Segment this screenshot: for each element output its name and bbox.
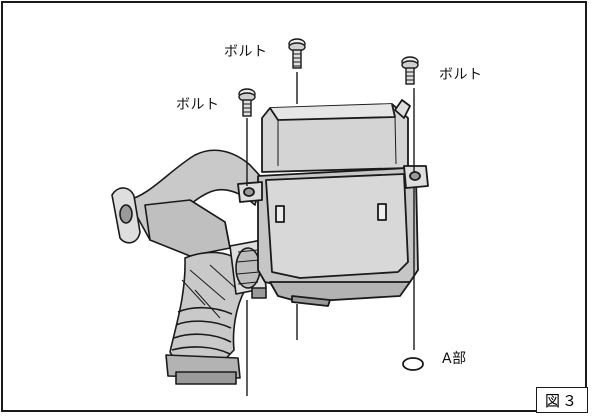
part-a-marker xyxy=(402,357,424,371)
bolt-icon-right xyxy=(401,56,419,85)
bolt-label-center: ボルト xyxy=(224,44,268,60)
lower-hose xyxy=(165,251,246,385)
air-cleaner-case xyxy=(237,99,429,307)
leader-lines xyxy=(246,72,415,396)
part-a-label: A部 xyxy=(442,351,467,367)
bolt-label-left: ボルト xyxy=(176,97,220,113)
bolt-label-right: ボルト xyxy=(439,67,483,83)
bolt-icon-center xyxy=(288,38,306,69)
bolt-icon-left xyxy=(238,88,256,117)
figure-number-badge: 図３ xyxy=(536,387,588,413)
intake-duct xyxy=(111,149,263,257)
